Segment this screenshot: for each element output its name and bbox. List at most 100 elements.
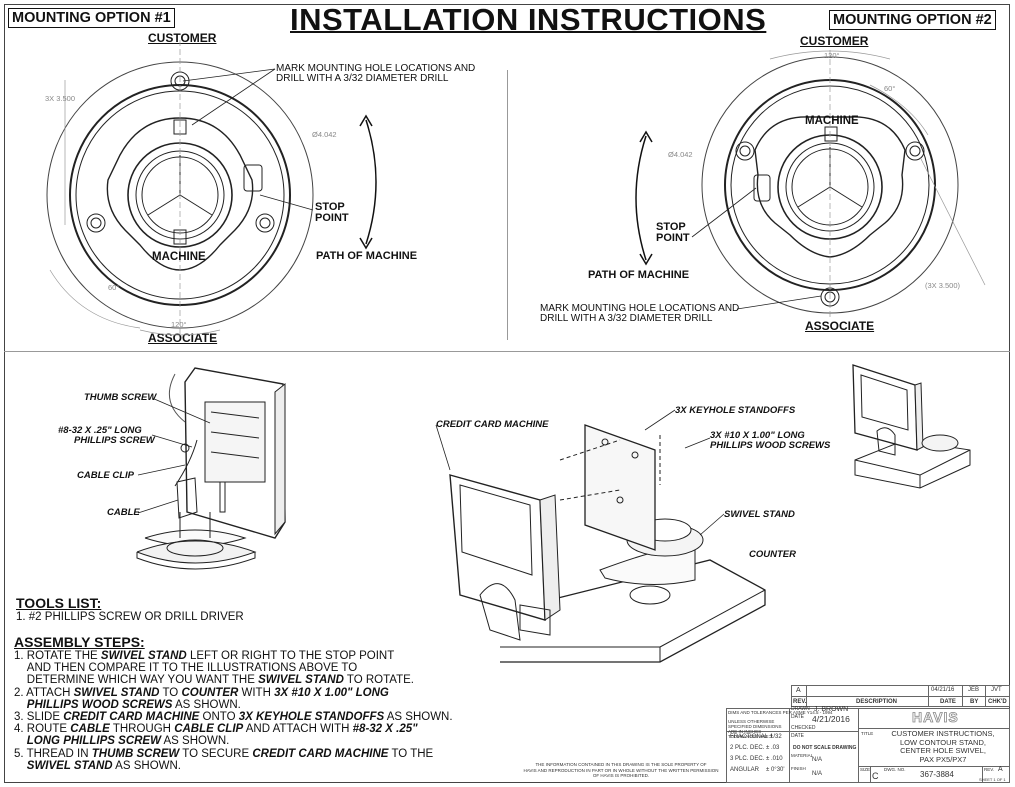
credit-card-machine-label: CREDIT CARD MACHINE: [436, 419, 549, 430]
fractional-value: 1/32: [770, 734, 782, 740]
sheet-number: SHEET 1 OF 1: [979, 777, 1006, 782]
side-view-assembly: [136, 367, 286, 570]
col-rev: REV.: [793, 699, 807, 705]
step-emphasis: CABLE CLIP: [174, 723, 244, 736]
dec3-label: 3 PLC. DEC.: [730, 756, 765, 762]
tb-divider: [858, 766, 1010, 767]
step-text: 4. ROUTE: [14, 723, 71, 736]
step-text: TO: [159, 686, 182, 699]
drawing-title: CUSTOMER INSTRUCTIONS, LOW CONTOUR STAND…: [878, 729, 1008, 764]
wood-screws-label-line1: 3X #10 X 1.00" LONG: [710, 430, 805, 441]
rev-checked: JVT: [991, 687, 1002, 693]
rev-date: 04/21/16: [931, 687, 955, 693]
step-text: AS SHOWN.: [172, 698, 241, 711]
step-emphasis: PHILLIPS WOOD SCREWS: [26, 698, 173, 711]
option2-rotation-arrow-icon: [635, 130, 653, 266]
step-text: AS SHOWN.: [112, 759, 181, 772]
option1-path-label: PATH OF MACHINE: [316, 250, 418, 262]
phillips-screw-label-line2: PHILLIPS SCREW: [74, 435, 155, 446]
drawing-title-line: PAX PX5/PX7: [919, 754, 967, 764]
proprietary-line: OF HAVIS IS PROHIBITED.: [592, 773, 650, 778]
option2-stop-leader: [691, 187, 757, 238]
option2-stop-label-line2: POINT: [656, 232, 690, 244]
option2-drill-note-line2: DRILL WITH A 3/32 DIAMETER DRILL: [540, 313, 713, 324]
option2-diameter-dimension: Ø4.042: [668, 150, 693, 159]
step-emphasis: 3X #10 X 1.00" LONG: [274, 686, 389, 699]
option2-associate-label: ASSOCIATE: [805, 319, 875, 333]
cable-label: CABLE: [107, 507, 140, 518]
finish-value: N/A: [812, 771, 823, 777]
finish-label: FINISH: [791, 766, 806, 771]
material-label: MATERIAL: [791, 753, 814, 758]
drawing-border: [4, 4, 1010, 783]
option-divider: [507, 70, 508, 340]
rev-col-divider: [928, 685, 929, 707]
option1-customer-label: CUSTOMER: [148, 31, 217, 45]
option1-rotation-arrow-icon: [359, 114, 377, 250]
tools-list-heading: TOOLS LIST:: [16, 595, 102, 611]
step-emphasis: SWIVEL STAND: [73, 686, 160, 699]
col-chkd: CHK'D: [988, 699, 1007, 705]
assembly-steps-heading: ASSEMBLY STEPS:: [14, 634, 145, 650]
step-text: DETERMINE WHICH WAY YOU WANT THE: [26, 674, 259, 687]
step-text: WITH: [238, 686, 275, 699]
option2-60deg-dimension: 60°: [884, 84, 896, 93]
drawn-label: DRAWN: [791, 706, 810, 712]
tb-divider: [858, 728, 1010, 729]
step-emphasis: SWIVEL STAND: [258, 674, 344, 687]
rev-label: REV.: [984, 767, 995, 772]
havis-logo: HAVIS: [912, 709, 959, 726]
drawing-title-line: CUSTOMER INSTRUCTIONS,: [891, 729, 995, 738]
drawing-title-line: LOW CONTOUR STAND,: [900, 737, 986, 747]
thumb-screw-label: THUMB SCREW: [84, 392, 157, 403]
angular-value: ± 0°30': [766, 767, 785, 773]
tb-divider: [870, 766, 871, 783]
rev-col-divider: [985, 685, 986, 707]
step-text: TO SECURE: [179, 747, 253, 760]
drawn-by: J. BROWN: [814, 706, 849, 713]
rev-letter: A: [796, 687, 801, 694]
option1-diameter-dimension: Ø4.042: [312, 130, 337, 139]
option1-drill-note-line2: DRILL WITH A 3/32 DIAMETER DRILL: [276, 73, 449, 84]
page-title: INSTALLATION INSTRUCTIONS: [290, 2, 767, 37]
tb-divider: [789, 708, 790, 783]
step-text: AS SHOWN.: [384, 711, 453, 724]
unless-note: UNLESS OTHERWISE SPECIFIED DIMENSIONS AR…: [728, 719, 782, 739]
counter-label: COUNTER: [749, 549, 796, 560]
title-label: TITLE: [861, 731, 874, 736]
date-label-2: DATE: [791, 733, 804, 739]
exploded-view-leaders: [435, 409, 725, 536]
mounting-option-2-heading: MOUNTING OPTION #2: [829, 10, 996, 30]
tb-divider: [726, 731, 858, 732]
step-text: 5. THREAD IN: [14, 747, 92, 760]
dec3-value: ± .010: [766, 756, 783, 762]
step-text: 2. ATTACH: [14, 686, 74, 699]
option1-stop-label-line1: STOP: [315, 201, 345, 213]
step-emphasis: #8-32 X .25": [352, 723, 418, 736]
option1-stop-leader: [259, 194, 314, 211]
step-text: THROUGH: [109, 723, 175, 736]
size-label: SIZE: [860, 767, 871, 772]
title-block-frame: [726, 708, 1010, 783]
step-emphasis: CREDIT CARD MACHINE: [252, 747, 389, 760]
side-view-leaders: [137, 397, 211, 514]
option1-drill-note-line1: MARK MOUNTING HOLE LOCATIONS AND: [276, 63, 476, 74]
option1-60deg-dimension: 60°: [108, 283, 120, 292]
option2-drill-note-line1: MARK MOUNTING HOLE LOCATIONS AND: [540, 303, 740, 314]
step-text: AND ATTACH WITH: [243, 723, 353, 736]
tb-divider: [982, 766, 983, 783]
dec2-value: ± .03: [766, 745, 780, 751]
col-date: DATE: [940, 699, 956, 705]
angular-label: ANGULAR: [730, 767, 760, 773]
option1-leader-lines: [182, 68, 276, 126]
swivel-stand-label: SWIVEL STAND: [724, 509, 795, 520]
dwg-no-label: DWG. NO.: [884, 767, 906, 772]
mounting-option-1-heading: MOUNTING OPTION #1: [8, 8, 175, 28]
keyhole-standoffs-label: 3X KEYHOLE STANDOFFS: [675, 405, 796, 416]
step-emphasis: SWIVEL STAND: [100, 650, 187, 662]
tools-list-item: 1. #2 PHILLIPS SCREW OR DRILL DRIVER: [16, 611, 244, 623]
option1-machine-label: MACHINE: [152, 251, 206, 263]
fractional-label: FRACTIONAL ±: [730, 734, 773, 740]
proprietary-notice: THE INFORMATION CONTAINED IN THIS DRAWIN…: [523, 762, 719, 779]
rev-col-divider: [806, 685, 807, 707]
